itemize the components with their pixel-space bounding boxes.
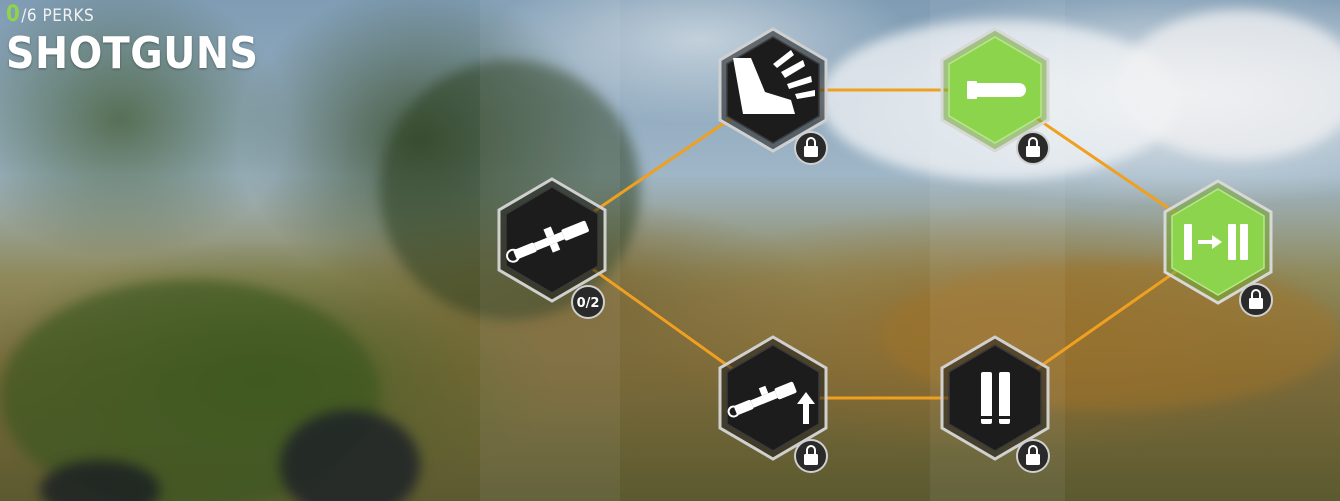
perk-counter: 0 /6 PERKS <box>6 2 259 27</box>
scope-upgrade-icon <box>727 381 815 424</box>
lock-icon <box>1249 289 1263 309</box>
lock-icon <box>1026 445 1040 465</box>
perk-node-kick[interactable] <box>718 27 828 165</box>
double-shell-icon <box>981 372 1010 424</box>
lock-icon <box>804 137 818 157</box>
perk-links <box>550 88 1220 400</box>
lock-icon <box>1026 137 1040 157</box>
lock-badge <box>794 131 828 165</box>
perk-node-reload-double[interactable] <box>1163 179 1273 317</box>
perk-progress-badge: 0/2 <box>571 285 605 319</box>
weapon-barrel <box>280 410 420 501</box>
skill-tree-title: SHOTGUNS <box>6 28 259 79</box>
lock-badge <box>794 439 828 473</box>
single-to-double-shell-icon <box>1184 224 1248 260</box>
boot-kick-icon <box>733 50 815 114</box>
shell-icon <box>967 81 1026 99</box>
cloud <box>1120 10 1340 160</box>
perk-node-scope-upgrade[interactable] <box>718 335 828 473</box>
lock-icon <box>804 445 818 465</box>
perk-node-double-shell[interactable] <box>940 335 1050 473</box>
lock-badge <box>1016 131 1050 165</box>
lock-badge <box>1016 439 1050 473</box>
perk-node-scope[interactable]: 0/2 <box>497 177 607 319</box>
perk-count: 0 <box>6 2 21 27</box>
perk-node-shell[interactable] <box>940 27 1050 165</box>
lock-badge <box>1239 283 1273 317</box>
perk-header: 0 /6 PERKS SHOTGUNS <box>6 4 259 80</box>
scope-icon <box>506 220 589 263</box>
perk-progress-text: 0/2 <box>577 296 600 311</box>
weapon-barrel <box>40 460 160 501</box>
perk-total: /6 PERKS <box>21 6 95 26</box>
